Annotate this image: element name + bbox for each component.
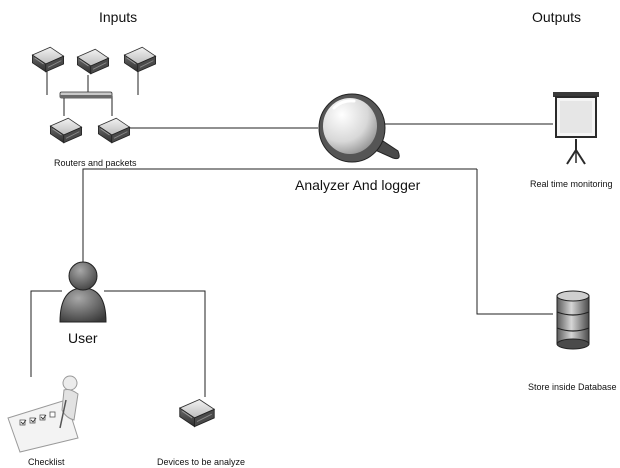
outputs-header: Outputs (532, 9, 582, 25)
analyzer-label: Analyzer And logger (295, 177, 421, 193)
checklist-icon (7, 375, 79, 453)
connector-lines (30, 71, 553, 397)
database-label: Store inside Database (528, 382, 617, 392)
user-to-analyzer-line (82, 168, 477, 263)
router-hub-drops (46, 71, 139, 95)
projector-screen-icon (553, 92, 599, 165)
network-hub (59, 91, 113, 99)
router-icon (49, 117, 83, 144)
monitor-label: Real time monitoring (530, 179, 613, 189)
device-icon (179, 398, 215, 428)
user-to-checklist-line (30, 290, 62, 377)
checklist-label: Checklist (28, 457, 65, 467)
user-label: User (68, 330, 98, 346)
router-icon (97, 117, 131, 144)
router-hub-legs (63, 96, 113, 116)
router-icon (123, 46, 157, 73)
router-icon (76, 48, 110, 75)
user-icon (59, 261, 107, 323)
analyzer-to-database-line (476, 169, 553, 315)
devices-label: Devices to be analyze (157, 457, 246, 467)
user-to-devices-line (104, 290, 206, 397)
inputs-header: Inputs (99, 9, 138, 25)
analyzer-magnifier-icon (318, 93, 400, 163)
database-icon (556, 290, 590, 350)
router-icon (31, 46, 65, 73)
routers-label: Routers and packets (54, 158, 137, 168)
